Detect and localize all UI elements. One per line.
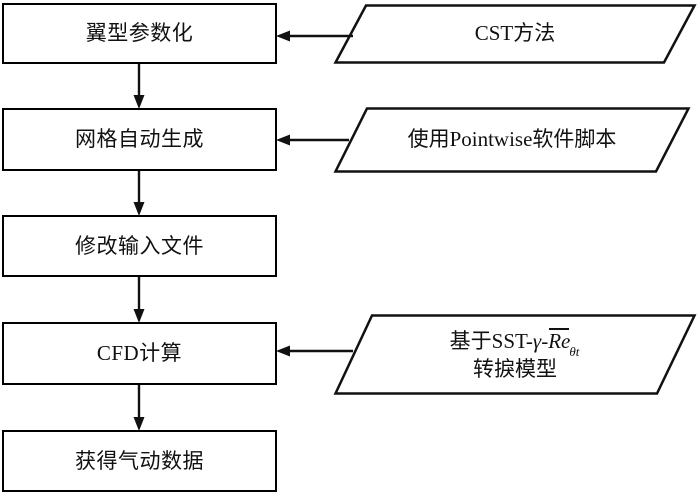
parallelogram-outline	[333, 314, 697, 395]
arrow-step3-to-step4	[133, 277, 145, 323]
arrow-note-pointwise-to-step2	[276, 134, 349, 146]
note-shape-pointwise-script[interactable]: 使用Pointwise软件脚本	[333, 107, 691, 173]
process-box-label: 获得气动数据	[75, 448, 204, 473]
note-shape-cst-method[interactable]: CST方法	[333, 4, 697, 64]
process-box-airfoil-parameterization[interactable]: 翼型参数化	[2, 3, 277, 64]
arrow-note-cst-to-step1	[276, 30, 353, 42]
arrow-step1-to-step2	[133, 64, 145, 109]
parallelogram-outline	[333, 4, 697, 64]
process-box-modify-input-file[interactable]: 修改输入文件	[2, 215, 277, 277]
process-box-obtain-aero-data[interactable]: 获得气动数据	[2, 430, 277, 492]
process-box-label: 修改输入文件	[75, 233, 204, 258]
process-box-mesh-generation[interactable]: 网格自动生成	[2, 108, 277, 171]
process-box-label: CFD计算	[96, 341, 183, 366]
note-shape-transition-model[interactable]: 基于SST-γ-Reθt 转捩模型	[333, 314, 697, 395]
process-box-label: 翼型参数化	[85, 21, 194, 46]
arrow-step4-to-step5	[133, 385, 145, 431]
arrow-note-transition-to-step4	[276, 345, 353, 357]
arrow-step2-to-step3	[133, 171, 145, 216]
process-box-label: 网格自动生成	[75, 127, 204, 152]
parallelogram-outline	[333, 107, 691, 173]
process-box-cfd-computation[interactable]: CFD计算	[2, 322, 277, 385]
